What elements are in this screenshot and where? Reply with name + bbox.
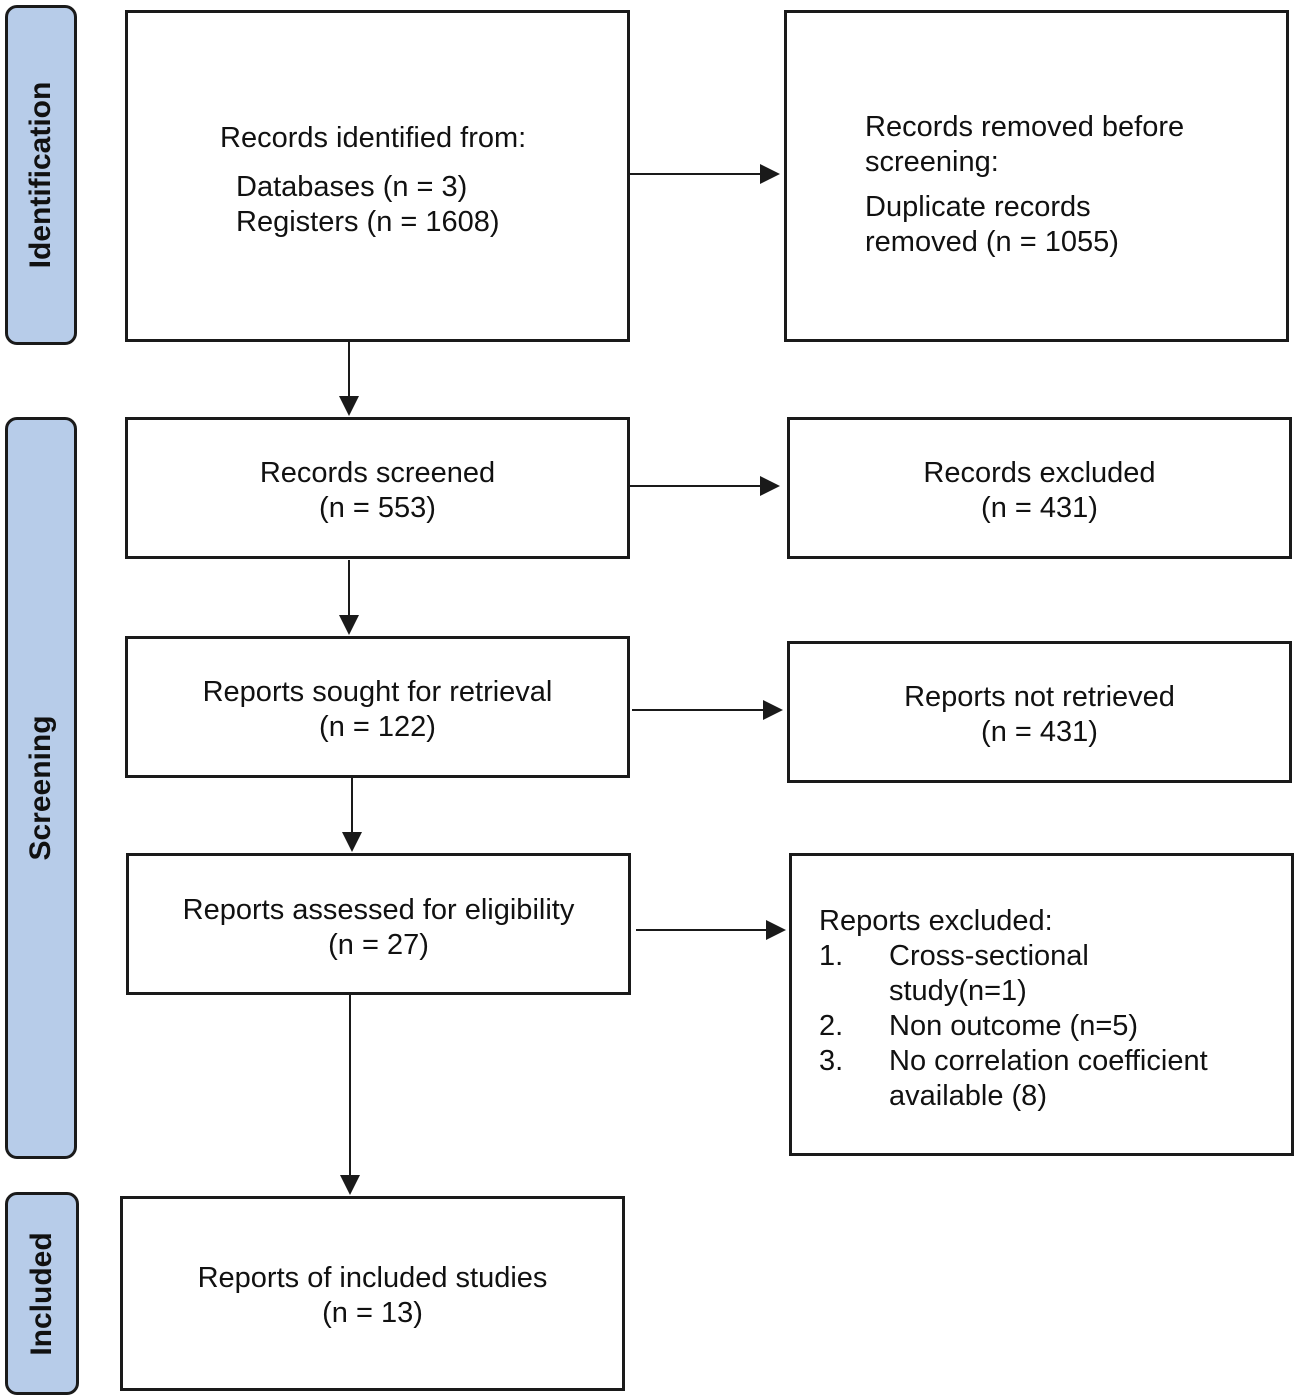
reports-excluded-list: 1. Cross-sectional study(n=1) 2. Non out…: [819, 939, 1208, 1114]
box-records-identified: Records identified from: Databases (n = …: [125, 10, 630, 342]
included-count: (n = 13): [322, 1297, 423, 1329]
box-reports-assessed: Reports assessed for eligibility (n = 27…: [126, 853, 631, 995]
list-item-number: 3.: [819, 1045, 844, 1077]
list-item-text: Cross-sectional: [889, 940, 1089, 972]
screened-count: (n = 553): [319, 492, 436, 524]
phase-identification-label: Identification: [24, 81, 57, 269]
assessed-count: (n = 27): [328, 929, 429, 961]
assessed-title: Reports assessed for eligibility: [182, 894, 575, 926]
removed-line1: Records removed before: [865, 111, 1185, 143]
box-reports-sought: Reports sought for retrieval (n = 122): [125, 636, 630, 778]
list-item-text: No correlation coefficient: [889, 1045, 1208, 1077]
box-included-studies: Reports of included studies (n = 13): [120, 1196, 625, 1391]
sought-title: Reports sought for retrieval: [202, 676, 553, 708]
identified-databases: Databases (n = 3): [236, 171, 468, 203]
removed-line2: screening:: [865, 146, 999, 178]
list-item: 3. No correlation coefficient available …: [819, 1044, 1208, 1114]
excluded-title: Records excluded: [923, 457, 1156, 489]
box-records-screened: Records screened (n = 553): [125, 417, 630, 559]
removed-line3: Duplicate records: [865, 191, 1091, 223]
arrow-identified-to-removed: [630, 164, 780, 184]
identified-registers: Registers (n = 1608): [236, 206, 500, 238]
box-records-removed: Records removed before screening: Duplic…: [784, 10, 1289, 342]
list-item-number: 1.: [819, 940, 844, 972]
arrow-screened-to-excluded: [630, 476, 780, 496]
list-item: 2. Non outcome (n=5): [819, 1009, 1208, 1044]
list-item-text: Non outcome (n=5): [889, 1010, 1139, 1042]
phase-screening: Screening: [5, 417, 77, 1159]
screened-title: Records screened: [259, 457, 496, 489]
list-item: 1. Cross-sectional study(n=1): [819, 939, 1208, 1009]
arrow-sought-to-assessed: [342, 778, 362, 852]
included-title: Reports of included studies: [197, 1262, 548, 1294]
sought-count: (n = 122): [319, 711, 436, 743]
phase-included-label: Included: [25, 1231, 58, 1356]
arrow-screened-to-sought: [339, 560, 359, 635]
phase-screening-label: Screening: [24, 715, 57, 861]
phase-identification: Identification: [5, 5, 77, 345]
not-retrieved-title: Reports not retrieved: [904, 681, 1175, 713]
box-reports-excluded: Reports excluded: 1. Cross-sectional stu…: [789, 853, 1294, 1156]
arrow-assessed-to-included: [340, 995, 360, 1195]
arrow-identified-to-screened: [339, 342, 359, 416]
removed-line4: removed (n = 1055): [865, 226, 1119, 258]
box-records-excluded: Records excluded (n = 431): [787, 417, 1292, 559]
phase-included: Included: [5, 1192, 79, 1395]
excluded-count: (n = 431): [981, 492, 1098, 524]
not-retrieved-count: (n = 431): [981, 716, 1098, 748]
list-item-text: study(n=1): [889, 975, 1027, 1007]
box-reports-not-retrieved: Reports not retrieved (n = 431): [787, 641, 1292, 783]
reports-excluded-title: Reports excluded:: [819, 905, 1053, 937]
list-item-text: available (8): [889, 1080, 1047, 1112]
arrow-assessed-to-excluded: [636, 920, 786, 940]
list-item-number: 2.: [819, 1010, 844, 1042]
identified-title: Records identified from:: [220, 122, 527, 154]
arrow-sought-to-not-retrieved: [632, 700, 783, 720]
